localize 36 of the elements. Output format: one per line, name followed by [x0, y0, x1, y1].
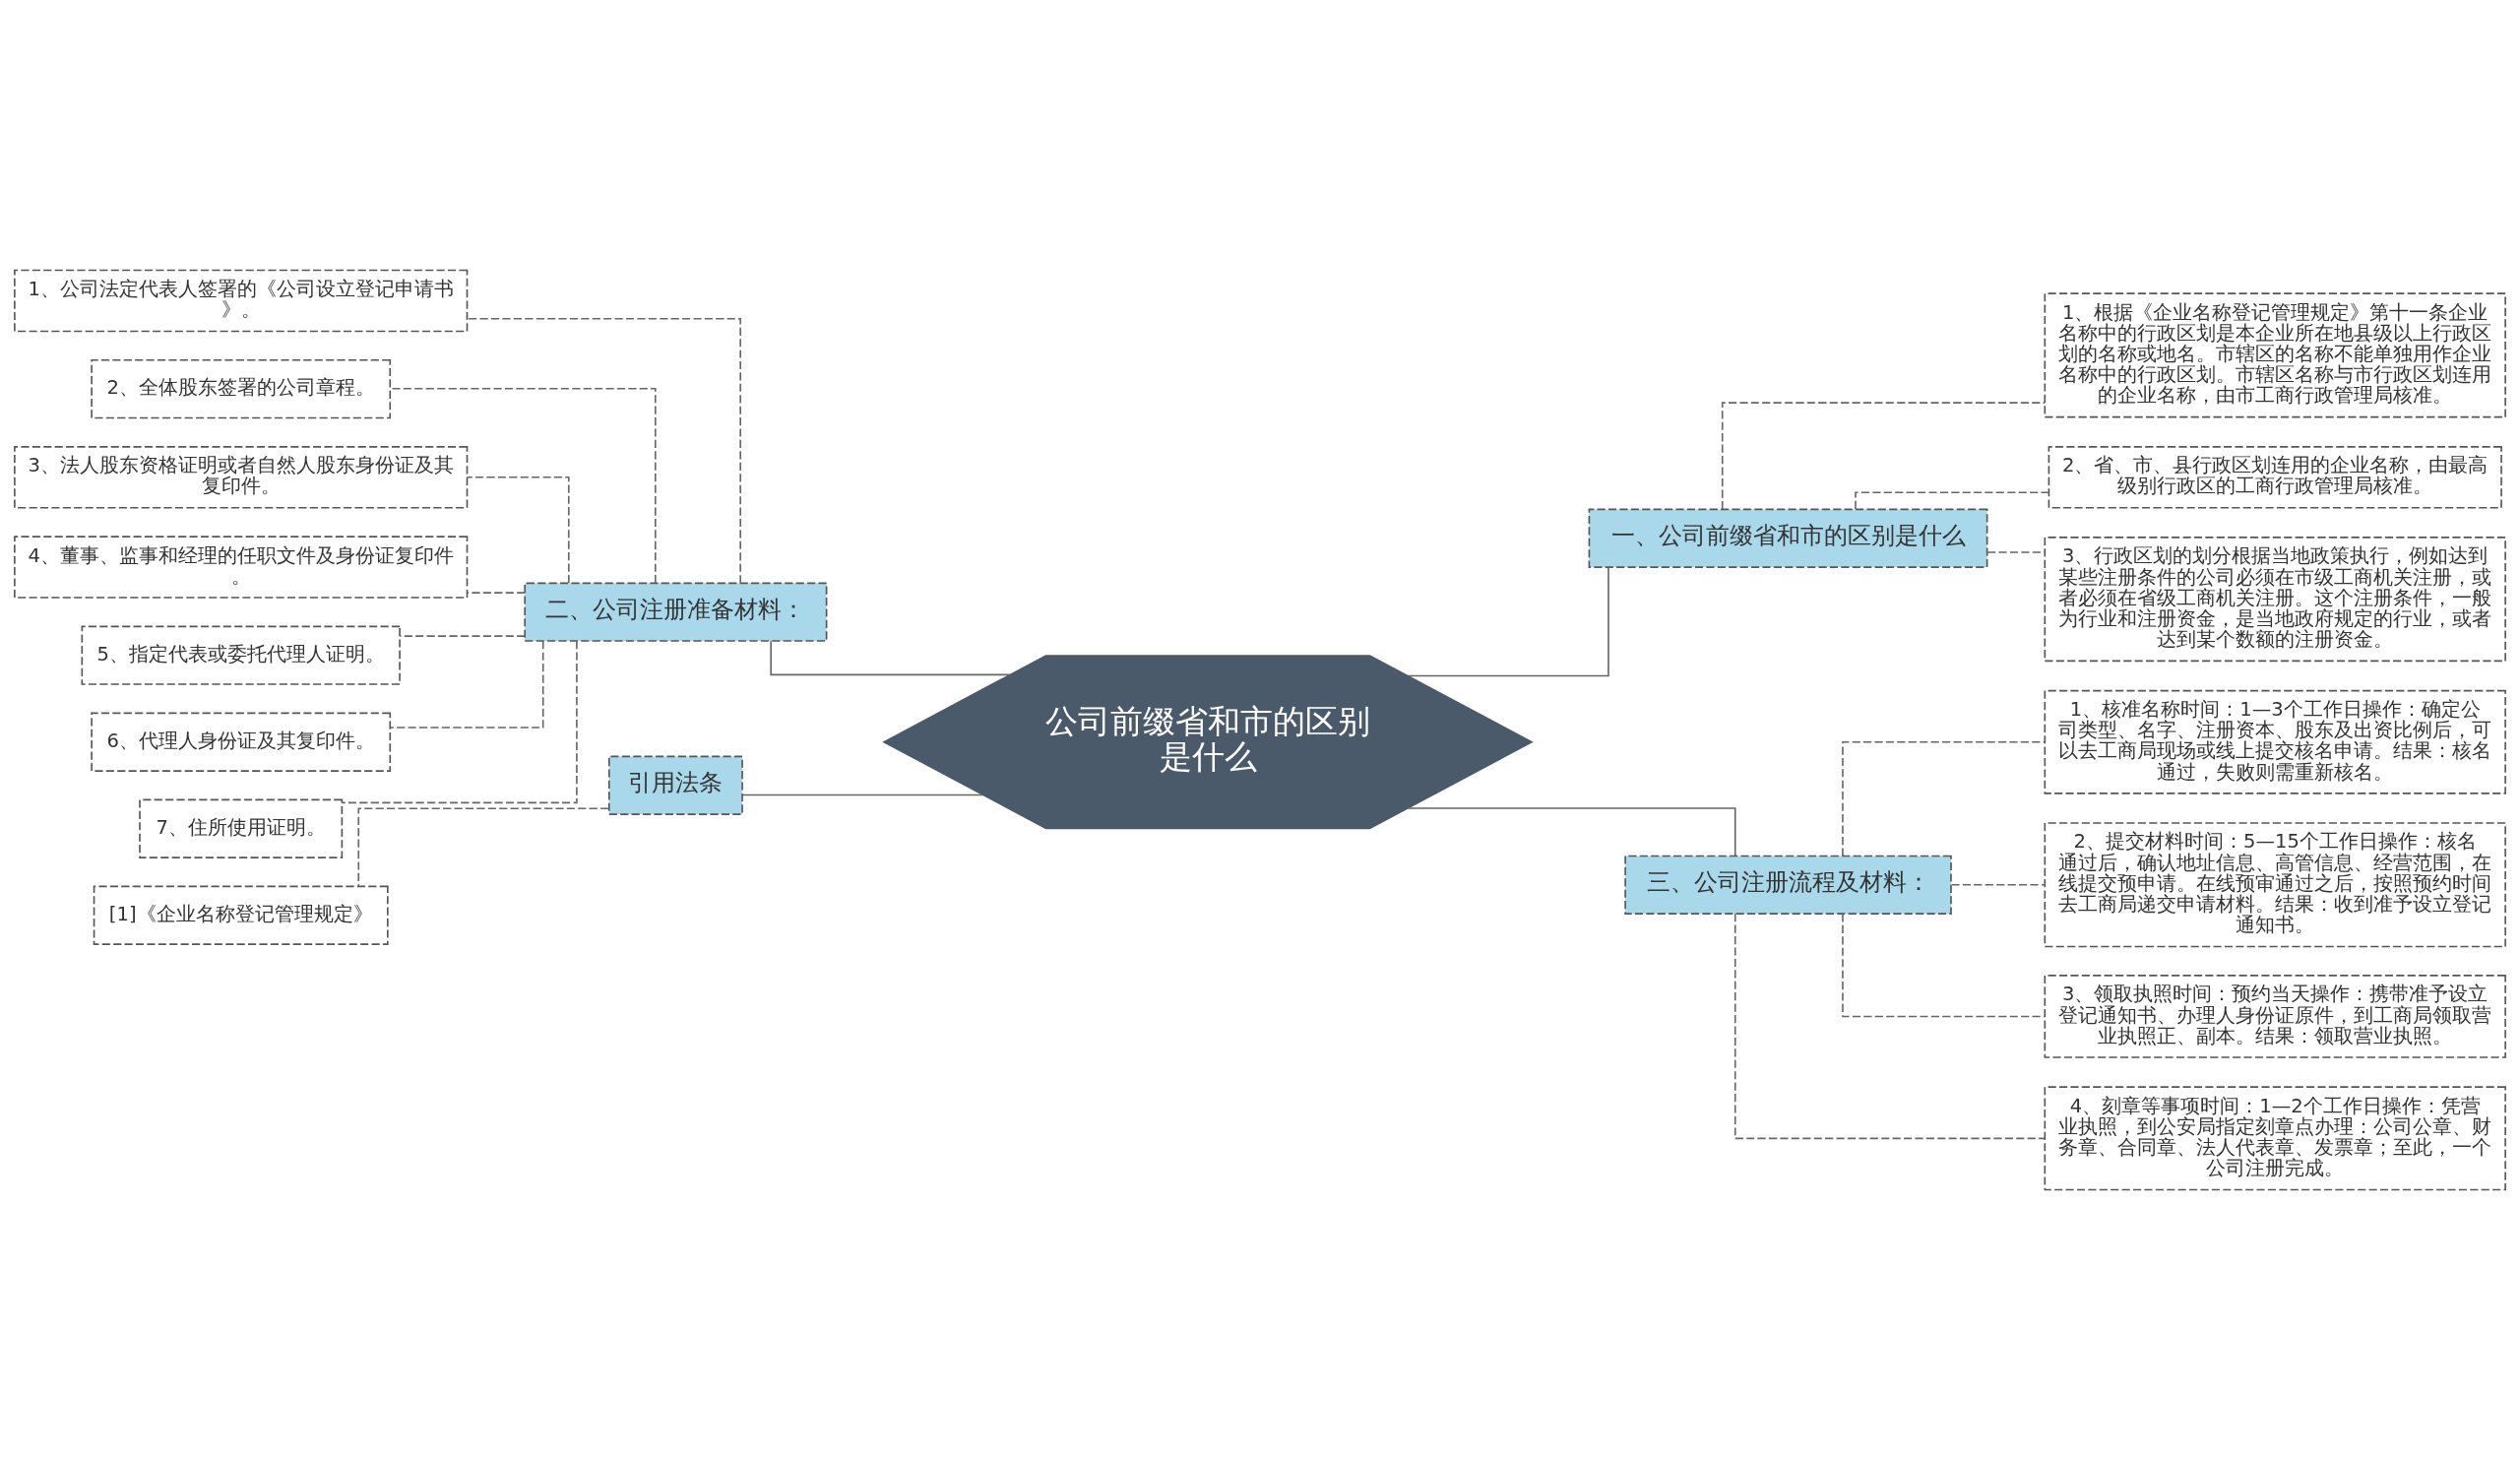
node-box: 3、行政区划的划分根据当地政策执行，例如达到某些注册条件的公司必须在市级工商机关注册，或者必须在省级工商机关注册。这个注册条件，一般为行业和注册资金，是当地政府规定的行业，或者达到某个数额的注册资金。 — [2044, 536, 2506, 662]
connector — [1950, 883, 2046, 886]
node-box: 2、全体股东签署的公司章程。 — [91, 358, 392, 418]
connector — [357, 806, 609, 887]
connector — [1842, 740, 2046, 856]
node-box: 1、根据《企业名称登记管理规定》第十一条企业名称中的行政区划是本企业所在地县级以上行政区划的名称或地名。市辖区的名称不能单独用作企业名称中的行政区划。市辖区名称与市行政区划连用的企业名称，由市工商行政管理局核准。 — [2044, 291, 2506, 417]
node-box: 7、住所使用证明。 — [139, 798, 344, 858]
connector — [1721, 401, 2046, 510]
node-box: 1、公司法定代表人签署的《公司设立登记申请书》。 — [14, 269, 469, 332]
connector — [1733, 913, 2046, 1139]
node-box: 2、提交材料时间：5—15个工作日操作：核名通过后，确认地址信息、高管信息、经营范围，在线提交预申请。在线预审通过之后，按照预约时间去工商局递交申请材料。结果：收到准予设立登记通知书。 — [2044, 821, 2506, 947]
node-box: 1、核准名称时间：1—3个工作日操作：确定公司类型、名字、注册资本、股东及出资比例后，可以去工商局现场或线上提交核名申请。结果：核名通过，失败则需重新核名。 — [2044, 689, 2506, 794]
node-box: 3、领取执照时间：预约当天操作：携带准予设立登记通知书、办理人身份证原件，到工商局领取营业执照正、副本。结果：领取营业执照。 — [2044, 974, 2506, 1058]
node-box: 2、省、市、县行政区划连用的企业名称，由最高级别行政区的工商行政管理局核准。 — [2048, 445, 2502, 509]
node-box: 二、公司注册准备材料： — [524, 582, 828, 642]
connector — [1986, 550, 2046, 553]
connector — [341, 639, 578, 803]
connector — [741, 793, 984, 795]
connector — [1842, 913, 2046, 1017]
connector — [466, 317, 741, 584]
connector — [399, 634, 526, 637]
node-box: 3、法人股东资格证明或者自然人股东身份证及其复印件。 — [14, 445, 469, 509]
connector — [770, 639, 1011, 675]
node-box: 三、公司注册流程及材料： — [1624, 855, 1952, 915]
node-box: 4、刻章等事项时间：1—2个工作日操作：凭营业执照，到公安局指定刻章点办理：公司公章、财务章、合同章、法人代表章、发票章；至此，一个公司注册完成。 — [2044, 1085, 2506, 1190]
node-box: [1]《企业名称登记管理规定》 — [93, 885, 389, 945]
connector — [466, 591, 526, 594]
node-box: 5、指定代表或委托代理人证明。 — [81, 625, 401, 685]
node-box: 引用法条 — [607, 755, 743, 815]
connector — [1407, 806, 1736, 856]
node-box: 6、代理人身份证及其复印件。 — [91, 712, 392, 772]
connector — [1407, 566, 1609, 676]
node-box: 一、公司前缀省和市的区别是什么 — [1588, 508, 1988, 568]
connector — [389, 640, 544, 729]
node-box: 4、董事、监事和经理的任职文件及身份证复印件。 — [14, 535, 469, 599]
connector — [466, 476, 570, 584]
